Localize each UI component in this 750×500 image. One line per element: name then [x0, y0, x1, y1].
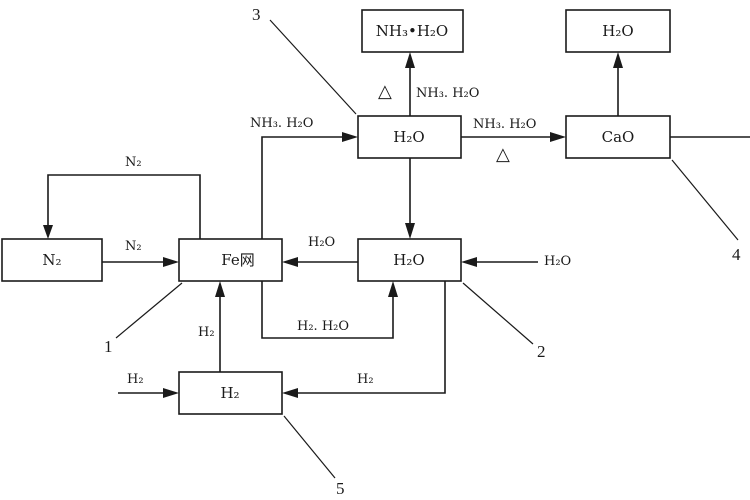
- h2-return-arrowhead: [282, 388, 298, 398]
- h2-h2o-return-line: [261, 281, 394, 339]
- n2-recycle-line: [47, 174, 201, 239]
- h2-return-line: [296, 281, 446, 394]
- h2-box-label: H₂: [220, 384, 239, 402]
- callout-1: 1: [104, 337, 113, 356]
- nh3-up-label: NH₃. H₂O: [416, 86, 479, 101]
- h2o-in-label: H₂O: [544, 254, 571, 269]
- fe-catalyst-label: Fe网: [221, 251, 254, 269]
- nh3-to-top-arrowhead: [342, 132, 358, 142]
- h2o-in-arrowhead: [461, 257, 477, 267]
- heat-symbol-icon-2: △: [496, 144, 510, 165]
- callout-2: 2: [537, 342, 546, 361]
- h2-return-label: H₂: [357, 372, 374, 387]
- callout-5: 5: [336, 479, 345, 498]
- nh3-to-cao-label: NH₃. H₂O: [473, 117, 536, 132]
- n2-box-label: N₂: [42, 251, 61, 269]
- callout-1-leader: [115, 282, 183, 339]
- h2o-to-fe-arrowhead: [282, 257, 298, 267]
- h2o-center-box: [357, 238, 462, 282]
- callout-3: 3: [252, 5, 261, 24]
- nh3-to-top-label: NH₃. H₂O: [250, 116, 313, 131]
- n2-recycle-arrowhead: [43, 225, 53, 239]
- h2o-to-fe-label: H₂O: [308, 235, 335, 250]
- callout-4: 4: [732, 245, 741, 264]
- nh3h2o-product-box: [361, 9, 464, 53]
- h2-in-arrowhead: [163, 388, 179, 398]
- nh3-to-cao-arrowhead: [550, 132, 566, 142]
- n2-feed-arrowhead: [163, 257, 179, 267]
- callout-5-leader: [283, 415, 336, 479]
- heat-symbol-icon: △: [378, 81, 392, 102]
- nh3h2o-product-label: NH₃•H₂O: [376, 22, 448, 40]
- nh3-to-top-line: [261, 136, 344, 239]
- h2-in-label: H₂: [127, 372, 144, 387]
- h2o-center-label: H₂O: [393, 251, 424, 269]
- h2-up-arrowhead: [215, 281, 225, 297]
- fe-catalyst-box: [178, 238, 283, 282]
- h2o-right-label: H₂O: [602, 22, 633, 40]
- h2-up-label: H₂: [198, 325, 215, 340]
- top-to-center-arrowhead: [405, 223, 415, 239]
- callout-4-leader: [671, 159, 739, 241]
- n2-loop-label: N₂: [125, 155, 142, 170]
- n2-feed-label: N₂: [125, 239, 142, 254]
- h2o-top-label: H₂O: [393, 128, 424, 146]
- nh3-up-arrowhead: [405, 52, 415, 68]
- callout-3-leader: [269, 19, 357, 115]
- h2-h2o-return-arrowhead: [388, 281, 398, 297]
- cao-label: CaO: [602, 128, 635, 146]
- n2-box: [1, 238, 103, 282]
- h2-h2o-return-label: H₂. H₂O: [297, 319, 349, 334]
- cao-to-h2o-arrowhead: [613, 52, 623, 68]
- callout-2-leader: [462, 282, 534, 345]
